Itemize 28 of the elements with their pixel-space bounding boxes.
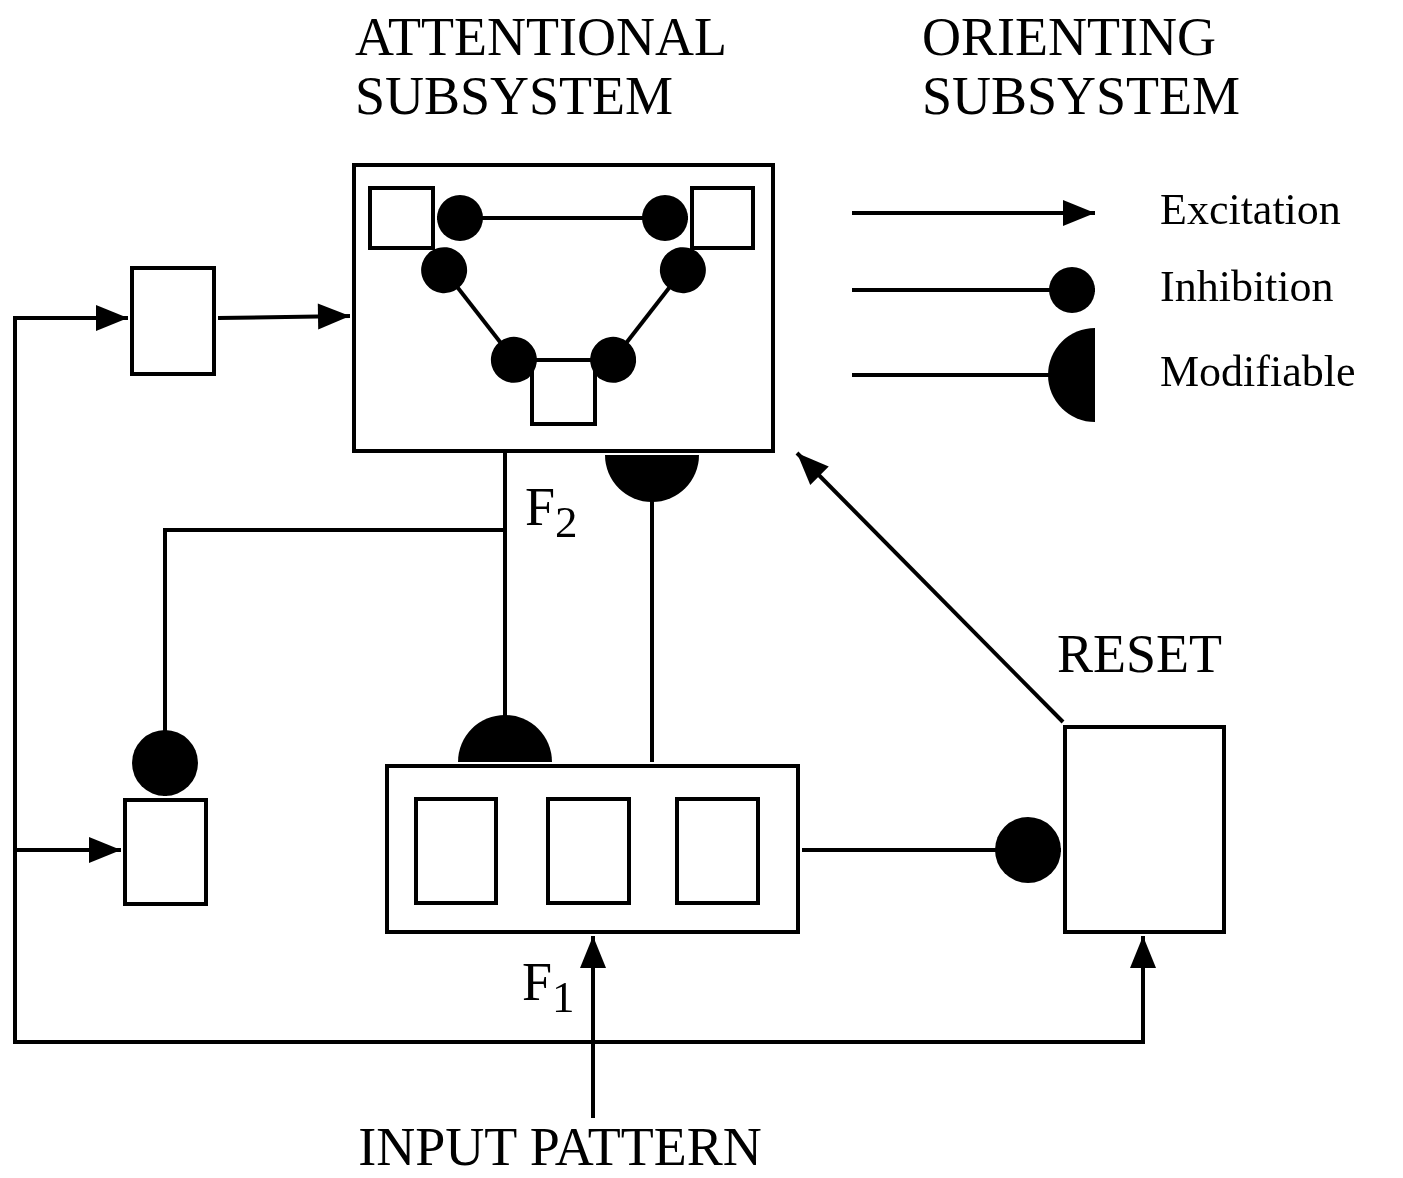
connector-line	[605, 455, 699, 762]
arrow	[217, 303, 351, 330]
legend-label: Modifiable	[1160, 348, 1356, 397]
unit-box	[530, 358, 597, 426]
subsystem-heading: ORIENTING SUBSYSTEM	[922, 8, 1242, 127]
unit-box	[352, 163, 775, 453]
unit-box	[414, 797, 498, 905]
subsystem-heading: ATTENTIONAL SUBSYSTEM	[355, 8, 726, 127]
connector-line	[132, 453, 507, 796]
arrow	[795, 451, 1065, 724]
box-heading: RESET	[1057, 625, 1222, 685]
connector-line	[590, 247, 706, 383]
unit-box	[123, 798, 208, 906]
layer-label: F$_{1}$	[522, 953, 575, 1023]
connector-line	[802, 817, 1061, 883]
arrow	[591, 936, 1156, 1118]
unit-box	[130, 266, 216, 376]
unit-box	[690, 186, 755, 250]
connector-line	[421, 247, 537, 383]
legend-label: Inhibition	[1160, 263, 1334, 312]
layer-label: F$_{2}$	[525, 478, 578, 548]
connector-line	[437, 195, 688, 241]
unit-box	[675, 797, 760, 905]
legend-label: Excitation	[1160, 186, 1341, 235]
input-label: INPUT PATTERN	[300, 1118, 820, 1178]
unit-box	[546, 797, 631, 905]
unit-box	[368, 186, 435, 250]
unit-box	[385, 764, 800, 934]
